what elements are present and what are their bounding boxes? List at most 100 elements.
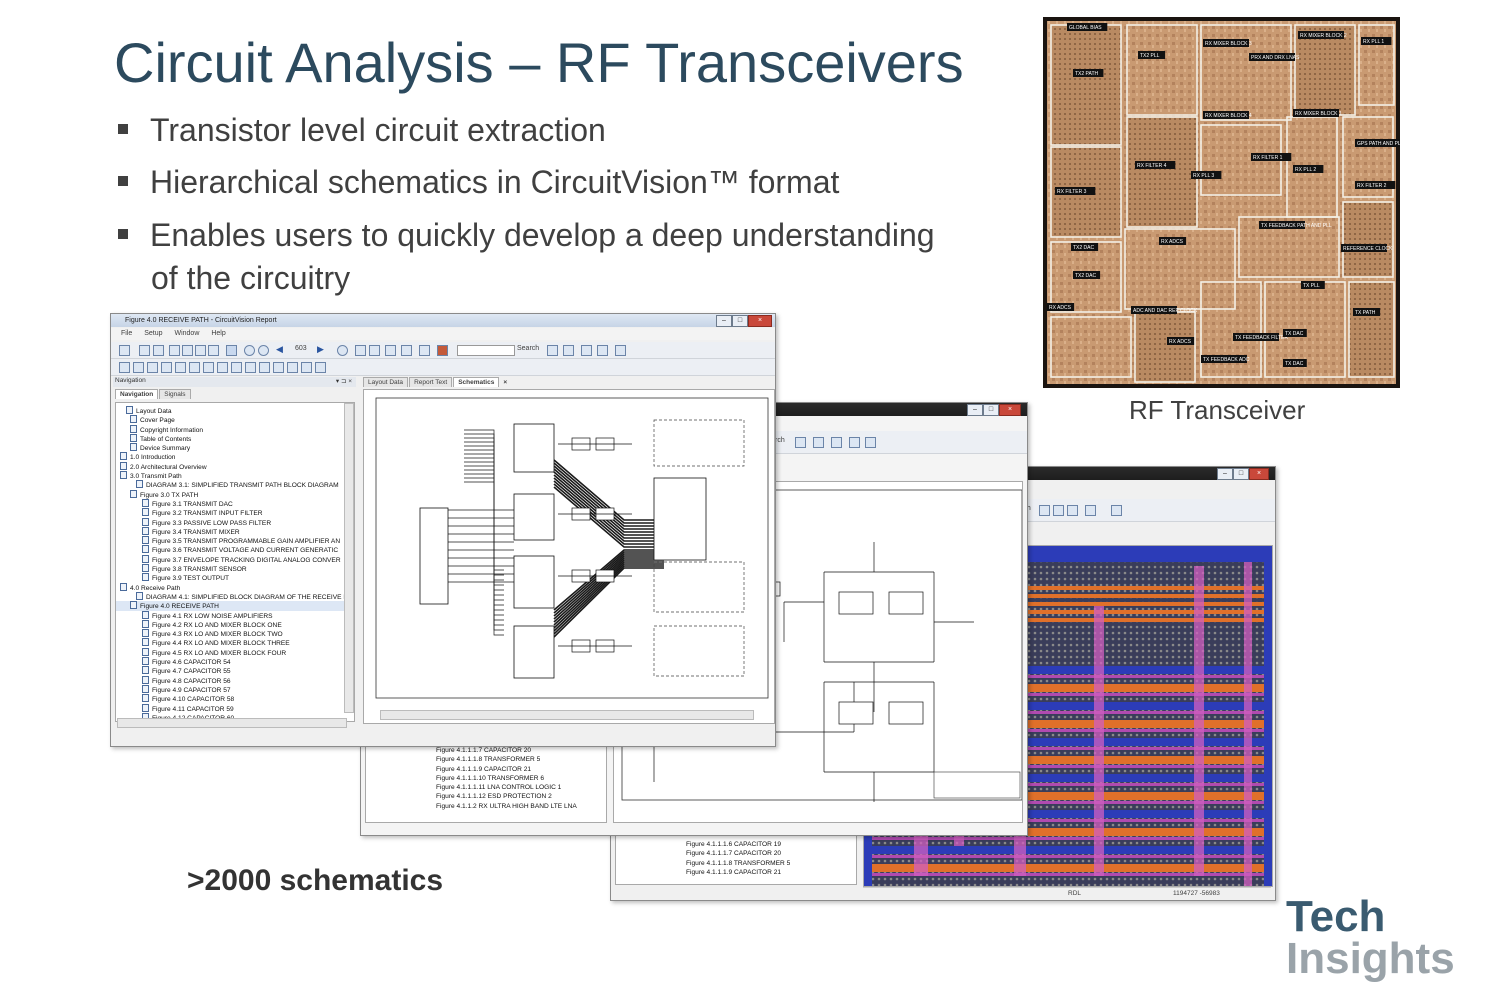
- search-button[interactable]: Search: [517, 345, 540, 352]
- schematic-canvas[interactable]: [363, 389, 775, 724]
- tool-icon[interactable]: [385, 345, 396, 356]
- grid-icon[interactable]: [153, 345, 164, 356]
- search-label[interactable]: rch: [775, 437, 785, 444]
- next-page-icon[interactable]: ▶: [317, 344, 324, 354]
- nav-item[interactable]: Figure 3.3 PASSIVE LOW PASS FILTER: [116, 517, 348, 527]
- tool-icon[interactable]: [831, 437, 842, 448]
- nav-item[interactable]: Figure 3.5 TRANSMIT PROGRAMMABLE GAIN AM…: [116, 536, 348, 545]
- nav-item[interactable]: Table of Contents: [116, 433, 348, 443]
- tool-icon[interactable]: [273, 362, 284, 373]
- page-icon[interactable]: [119, 345, 130, 356]
- nav-item[interactable]: Figure 4.9 CAPACITOR 57: [116, 684, 348, 694]
- close-button[interactable]: ×: [748, 315, 772, 327]
- menu-file[interactable]: File: [121, 330, 133, 337]
- tool-icon[interactable]: [1039, 505, 1050, 516]
- nav-item[interactable]: Figure 3.8 TRANSMIT SENSOR: [116, 564, 348, 573]
- tool-icon[interactable]: [563, 345, 574, 356]
- tab-schematics[interactable]: Schematics: [453, 377, 500, 387]
- tool-icon[interactable]: [1067, 505, 1078, 516]
- zoom-area-icon[interactable]: [195, 345, 206, 356]
- nav-item[interactable]: 4.0 Receive Path: [116, 582, 348, 592]
- nav-item[interactable]: Figure 4.10 CAPACITOR 58: [116, 694, 348, 703]
- nav-item[interactable]: Device Summary: [116, 443, 348, 452]
- menu-help[interactable]: Help: [211, 330, 226, 337]
- page-number[interactable]: 603: [295, 345, 307, 352]
- nav-item[interactable]: Figure 4.1.1.2 RX ULTRA HIGH BAND LTE LN…: [436, 802, 577, 810]
- nav-item[interactable]: Figure 4.8 CAPACITOR 56: [116, 675, 348, 685]
- back-icon[interactable]: [244, 345, 255, 356]
- tool-icon[interactable]: [133, 362, 144, 373]
- tool-icon[interactable]: [315, 362, 326, 373]
- nav-item[interactable]: Figure 3.2 TRANSMIT INPUT FILTER: [116, 508, 348, 517]
- nav-item[interactable]: Figure 4.1.1.1.12 ESD PROTECTION 2: [436, 793, 552, 801]
- tool-icon[interactable]: [175, 362, 186, 373]
- nav-item[interactable]: Cover Page: [116, 415, 348, 424]
- layers-icon[interactable]: [437, 345, 448, 356]
- tool-icon[interactable]: [355, 345, 366, 356]
- tool-icon[interactable]: [849, 437, 860, 448]
- nav-item[interactable]: Figure 4.1.1.1.6 CAPACITOR 19: [686, 841, 782, 848]
- nav-item[interactable]: Figure 4.1.1.1.9 CAPACITOR 21: [686, 868, 782, 876]
- tab-signals[interactable]: Signals: [159, 389, 191, 399]
- nav-item[interactable]: DIAGRAM 3.1: SIMPLIFIED TRANSMIT PATH BL…: [116, 480, 348, 489]
- nav-item[interactable]: Figure 4.1.1.1.11 LNA CONTROL LOGIC 1: [436, 784, 562, 792]
- tool-icon[interactable]: [401, 345, 412, 356]
- tool-icon[interactable]: [547, 345, 558, 356]
- tool-icon[interactable]: [203, 362, 214, 373]
- nav-item[interactable]: DIAGRAM 4.1: SIMPLIFIED BLOCK DIAGRAM OF…: [116, 591, 348, 601]
- maximize-button[interactable]: □: [732, 315, 748, 327]
- tab-layout-data[interactable]: Layout Data: [363, 377, 409, 387]
- zoom-in-icon[interactable]: [169, 345, 180, 356]
- tool-icon[interactable]: [189, 362, 200, 373]
- nav-item[interactable]: 3.0 Transmit Path: [116, 471, 348, 480]
- nav-item[interactable]: Copyright Information: [116, 424, 348, 434]
- search-input[interactable]: [457, 345, 515, 356]
- nav-item[interactable]: Figure 4.2 RX LO AND MIXER BLOCK ONE: [116, 619, 348, 629]
- minimize-button[interactable]: –: [716, 315, 732, 327]
- fit-icon[interactable]: [139, 345, 150, 356]
- navigation-scrollbar-horizontal[interactable]: [117, 718, 347, 728]
- nav-item[interactable]: Layout Data: [116, 406, 348, 415]
- nav-item[interactable]: Figure 3.7 ENVELOPE TRACKING DIGITAL ANA…: [116, 554, 348, 564]
- nav-item[interactable]: 2.0 Architectural Overview: [116, 461, 348, 471]
- tool-icon[interactable]: [119, 362, 130, 373]
- nav-item[interactable]: Figure 4.6 CAPACITOR 54: [116, 657, 348, 666]
- tool-icon[interactable]: [1111, 505, 1122, 516]
- tool-icon[interactable]: [419, 345, 430, 356]
- maximize-button[interactable]: □: [983, 404, 999, 416]
- tool-icon[interactable]: [259, 362, 270, 373]
- maximize-button[interactable]: □: [1233, 468, 1249, 480]
- schematic-scrollbar-horizontal[interactable]: [380, 710, 754, 720]
- tab-navigation[interactable]: Navigation: [115, 389, 159, 399]
- menu-window[interactable]: Window: [174, 330, 200, 337]
- tab-close-icon[interactable]: ×: [503, 379, 508, 386]
- tool-icon[interactable]: [217, 362, 228, 373]
- nav-item[interactable]: Figure 4.1.1.1.9 CAPACITOR 21: [436, 765, 532, 773]
- navigation-scrollbar-vertical[interactable]: [344, 403, 354, 713]
- tool-icon[interactable]: [865, 437, 876, 448]
- tool-icon[interactable]: [287, 362, 298, 373]
- nav-item[interactable]: 1.0 Introduction: [116, 452, 348, 461]
- nav-item[interactable]: Figure 4.3 RX LO AND MIXER BLOCK TWO: [116, 629, 348, 638]
- tool-icon[interactable]: [245, 362, 256, 373]
- tool-icon[interactable]: [795, 437, 806, 448]
- nav-item[interactable]: Figure 4.1.1.1.7 CAPACITOR 20: [686, 850, 782, 858]
- pane-close-icon[interactable]: ▾ ⊐ ×: [335, 378, 352, 385]
- prev-page-icon[interactable]: ◀: [276, 344, 283, 354]
- nav-item[interactable]: Figure 4.7 CAPACITOR 55: [116, 666, 348, 675]
- tool-icon[interactable]: [1053, 505, 1064, 516]
- close-button[interactable]: ×: [999, 404, 1021, 416]
- nav-item[interactable]: Figure 4.1.1.1.8 TRANSFORMER 5: [436, 756, 541, 764]
- nav-item[interactable]: Figure 3.9 TEST OUTPUT: [116, 573, 348, 582]
- zoom-out-icon[interactable]: [182, 345, 193, 356]
- nav-item[interactable]: Figure 4.11 CAPACITOR 59: [116, 703, 348, 713]
- nav-item[interactable]: Figure 3.1 TRANSMIT DAC: [116, 498, 348, 508]
- nav-item[interactable]: Figure 4.1 RX LOW NOISE AMPLIFIERS: [116, 610, 348, 620]
- zoom-fit-icon[interactable]: [208, 345, 219, 356]
- minimize-button[interactable]: –: [1217, 468, 1233, 480]
- tool-icon[interactable]: [369, 345, 380, 356]
- tool-icon[interactable]: [147, 362, 158, 373]
- tool-icon[interactable]: [161, 362, 172, 373]
- tool-icon[interactable]: [1085, 505, 1096, 516]
- tool-icon[interactable]: [581, 345, 592, 356]
